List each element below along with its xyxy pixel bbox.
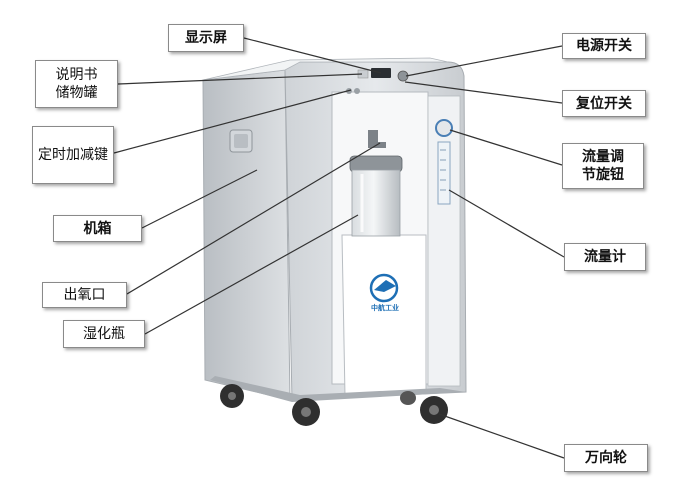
- flowmeter-tube: [437, 141, 451, 205]
- cabinet-side-panel: [202, 69, 291, 401]
- lower-cover: [341, 234, 427, 397]
- flow-knob: [435, 119, 453, 137]
- flowmeter-ticks: [440, 149, 446, 191]
- label-caster-wheel: 万向轮: [564, 444, 648, 472]
- outlet-nozzle: [368, 130, 386, 148]
- label-oxygen-outlet: 出氧口: [42, 282, 127, 308]
- label-power-switch: 电源开关: [562, 33, 646, 59]
- label-humidifier-bottle: 湿化瓶: [63, 320, 145, 348]
- label-manual-storage: 说明书 储物罐: [35, 60, 118, 108]
- brand-text: 中航工业: [371, 304, 399, 312]
- cabinet-handle-inner: [234, 134, 248, 148]
- label-flowmeter: 流量计: [564, 243, 646, 271]
- label-reset-switch: 复位开关: [562, 90, 646, 117]
- flowmeter-housing: [427, 95, 461, 387]
- label-cabinet: 机箱: [53, 215, 142, 242]
- label-timer-buttons: 定时加减键: [32, 126, 114, 184]
- timer-minus-button: [354, 88, 360, 94]
- label-display-screen: 显示屏: [168, 24, 244, 52]
- cabinet-top: [202, 57, 449, 81]
- leader-lines: [113, 37, 565, 459]
- label-flow-knob: 流量调 节旋钮: [562, 143, 644, 189]
- brand-logo: [369, 273, 399, 303]
- humidifier-bottle-body: [351, 169, 401, 237]
